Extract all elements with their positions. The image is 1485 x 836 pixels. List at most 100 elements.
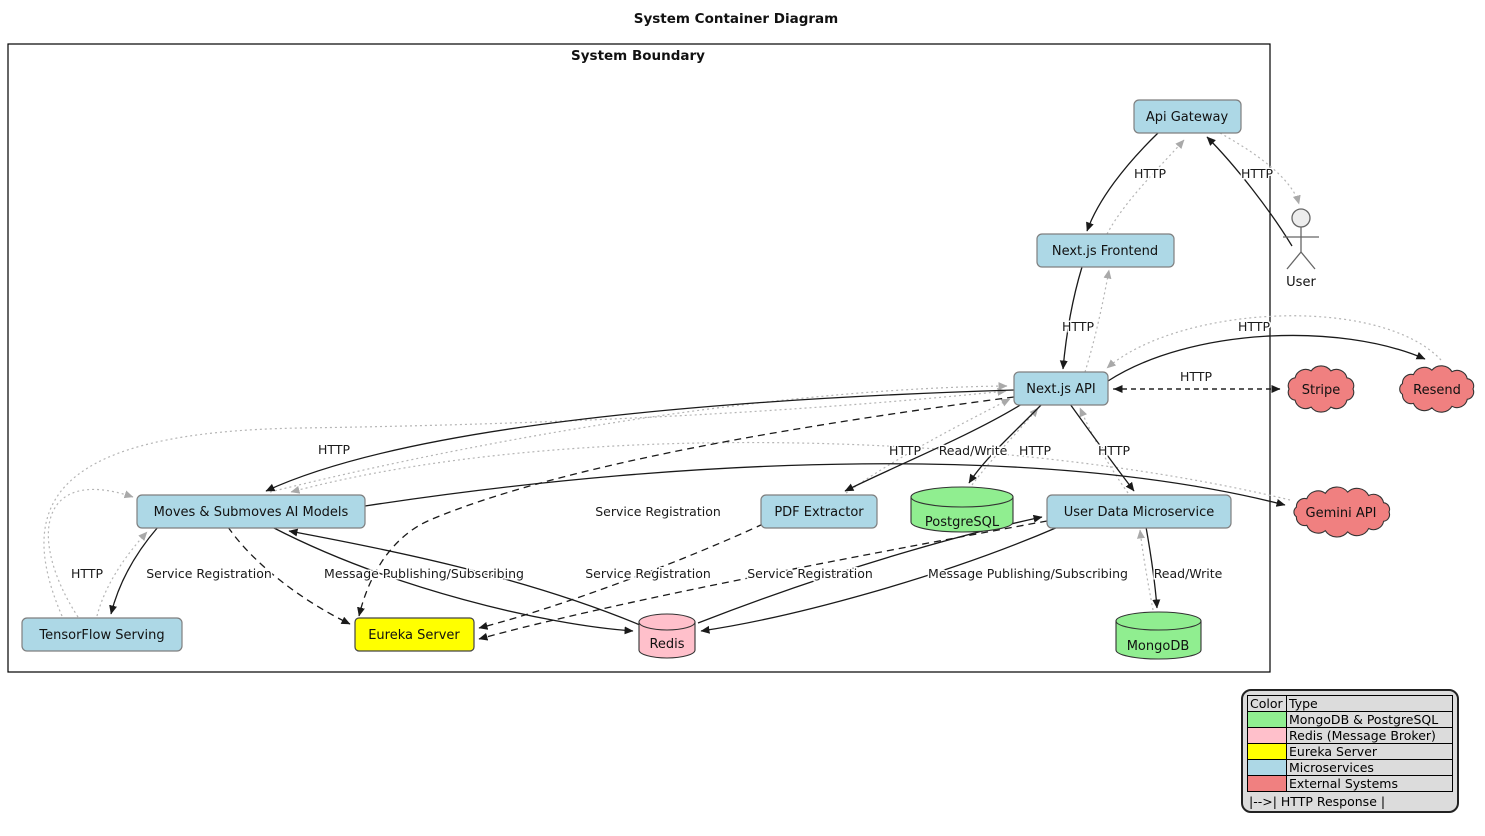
node-eureka-server xyxy=(354,617,475,652)
edge-response-resend-api xyxy=(1106,315,1442,369)
request-edges xyxy=(109,132,1426,635)
edge-label-user-gateway: HTTP xyxy=(1241,166,1273,181)
node-resend-cloud xyxy=(1399,365,1475,413)
legend-footer: |-->| HTTP Response | xyxy=(1249,794,1386,809)
edge-gateway-frontend xyxy=(1086,132,1159,232)
edge-moves-eureka xyxy=(227,526,351,625)
label-resend: Resend xyxy=(1413,383,1461,398)
user-head xyxy=(1291,208,1311,228)
edge-label-moves-redis: Message Publishing/Subscribing xyxy=(324,566,524,581)
node-stripe-cloud xyxy=(1287,365,1355,413)
edge-label-api-resend: HTTP xyxy=(1238,319,1270,334)
node-pdf-extractor xyxy=(760,494,878,529)
node-redis-body xyxy=(638,621,696,659)
legend-header-color: Color xyxy=(1247,695,1287,712)
node-tensorflow-serving xyxy=(21,617,183,652)
label-gemini-api: Gemini API xyxy=(1306,506,1377,521)
label-stripe: Stripe xyxy=(1302,383,1341,398)
legend-swatch-microservices xyxy=(1247,759,1287,776)
user-leg-right xyxy=(1300,251,1316,270)
edge-moves-tensorflow xyxy=(109,526,159,615)
system-boundary-box xyxy=(7,43,1271,673)
edge-response-arc-left-2 xyxy=(43,387,1007,617)
label-tensorflow-serving: TensorFlow Serving xyxy=(38,628,164,643)
label-moves-ai-models: Moves & Submoves AI Models xyxy=(154,505,349,520)
edge-labels: HTTP HTTP HTTP HTTP HTTP HTTP HTTP Read/… xyxy=(70,165,1275,583)
edge-redis-moves xyxy=(288,528,641,626)
node-nextjs-frontend xyxy=(1036,233,1175,268)
edge-label-userdata-mongodb: Read/Write xyxy=(1154,566,1223,581)
edge-response-frontend-gateway xyxy=(1106,139,1185,235)
legend-swatch-database xyxy=(1247,711,1287,728)
legend-row: External Systems xyxy=(1247,775,1453,792)
label-redis: Redis xyxy=(649,637,684,652)
legend-row: Eureka Server xyxy=(1247,743,1453,760)
edge-label-pdf-eureka: Service Registration xyxy=(585,566,711,581)
edge-response-moves-api xyxy=(269,382,1008,493)
label-user-data-microservice: User Data Microservice xyxy=(1064,505,1215,520)
edge-api-userdata xyxy=(1069,403,1135,492)
edge-label-userdata-eureka: Service Registration xyxy=(747,566,873,581)
edge-api-resend xyxy=(1107,334,1426,382)
legend-swatch-external xyxy=(1247,775,1287,792)
edge-userdata-eureka xyxy=(478,520,1048,641)
external-nodes xyxy=(1287,365,1475,538)
node-user-data-microservice xyxy=(1046,494,1232,529)
label-mongodb: MongoDB xyxy=(1127,639,1190,654)
microservice-nodes xyxy=(21,99,1242,652)
edge-response-userdata-api xyxy=(1079,407,1129,494)
edge-redis-userdata xyxy=(697,514,1043,624)
database-nodes xyxy=(638,486,1202,660)
legend-row: MongoDB & PostgreSQL xyxy=(1247,711,1453,728)
edge-label-moves-eureka: Service Registration xyxy=(146,566,272,581)
edge-label-frontend-api: HTTP xyxy=(1062,319,1094,334)
node-nextjs-api xyxy=(1013,371,1109,406)
edge-response-gemini-moves xyxy=(290,441,1291,501)
label-nextjs-api: Next.js API xyxy=(1026,382,1096,397)
edge-moves-redis xyxy=(271,526,634,635)
legend-label-microservices: Microservices xyxy=(1286,759,1453,776)
edge-api-moves xyxy=(265,389,1015,492)
box-labels: Api Gateway Next.js Frontend Next.js API… xyxy=(38,110,1228,643)
node-mongodb-top xyxy=(1115,611,1202,631)
legend-label-eureka: Eureka Server xyxy=(1286,743,1453,760)
edge-moves-gemini xyxy=(364,463,1286,507)
edge-response-arc-left-1 xyxy=(47,488,134,618)
label-postgresql: PostgreSQL xyxy=(925,515,1000,530)
edge-label-userdata-redis: Message Publishing/Subscribing xyxy=(928,566,1128,581)
edge-api-pdf xyxy=(844,403,1023,492)
registration-edges xyxy=(227,396,1048,641)
edge-response-gateway-user xyxy=(1219,132,1301,205)
edge-label-gateway-frontend: HTTP xyxy=(1134,166,1166,181)
edge-response-postgresql-api xyxy=(971,407,1039,486)
legend-row: Redis (Message Broker) xyxy=(1247,727,1453,744)
label-nextjs-frontend: Next.js Frontend xyxy=(1052,244,1158,259)
edge-label-api-stripe: HTTP xyxy=(1180,369,1212,384)
edge-user-gateway xyxy=(1206,136,1293,247)
node-mongodb-body xyxy=(1115,620,1202,660)
edge-response-mongodb-userdata xyxy=(1137,529,1154,611)
legend-swatch-eureka xyxy=(1247,743,1287,760)
legend: Color Type MongoDB & PostgreSQL Redis (M… xyxy=(1241,689,1459,813)
user-actor xyxy=(1283,208,1319,270)
edge-response-pdf-api xyxy=(845,398,1011,494)
node-postgresql-top xyxy=(910,486,1014,508)
legend-table: Color Type MongoDB & PostgreSQL Redis (M… xyxy=(1247,695,1453,792)
node-moves-ai-models xyxy=(136,494,366,529)
legend-label-database: MongoDB & PostgreSQL xyxy=(1286,711,1453,728)
edge-label-api-moves: HTTP xyxy=(318,442,350,457)
edge-userdata-redis xyxy=(700,526,1059,634)
diagram-title: System Container Diagram xyxy=(634,11,838,27)
node-gemini-cloud xyxy=(1293,486,1391,538)
label-eureka-server: Eureka Server xyxy=(368,628,460,643)
edge-frontend-api xyxy=(1059,266,1083,370)
legend-swatch-redis xyxy=(1247,727,1287,744)
node-api-gateway xyxy=(1133,99,1242,134)
label-pdf-extractor: PDF Extractor xyxy=(774,505,864,520)
legend-header-row: Color Type xyxy=(1247,695,1453,712)
edge-response-api-frontend xyxy=(1084,269,1112,373)
node-redis-top xyxy=(638,613,696,631)
edge-label-api-postgresql: Read/Write xyxy=(939,443,1008,458)
edge-label-api-pdf: HTTP xyxy=(889,443,921,458)
